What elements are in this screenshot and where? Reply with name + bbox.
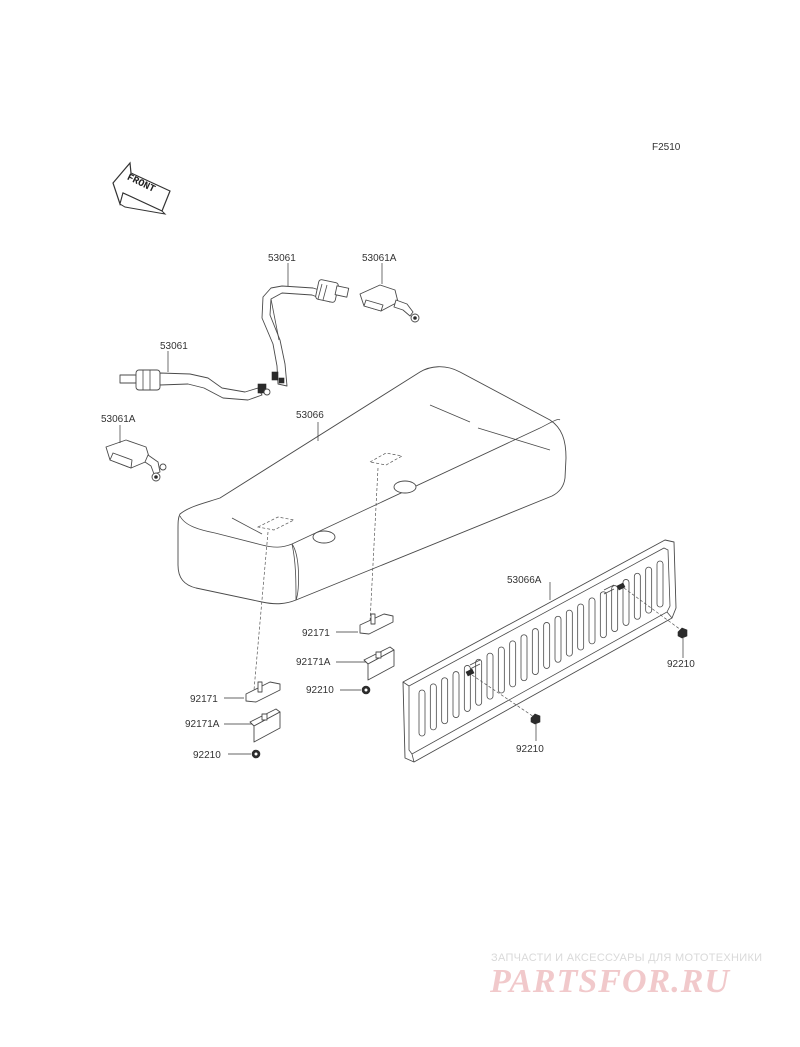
label-nut-backrest-left: 92210 [516, 744, 544, 755]
backrest-slot [565, 609, 573, 657]
label-nut-backrest-right: 92210 [667, 659, 695, 670]
backrest-slot [588, 597, 596, 645]
backrest-slot [531, 628, 539, 675]
watermark-logo: PARTSFOR.RU [490, 963, 730, 1000]
watermark-caption: ЗАПЧАСТИ И АКСЕССУАРЫ ДЛЯ МОТОТЕХНИКИ [491, 952, 763, 964]
seat-belt-lower [119, 369, 271, 401]
backrest-slot [543, 622, 551, 669]
backrest-slot [509, 640, 517, 688]
nut-right [361, 685, 371, 695]
backrest-slot [577, 603, 585, 651]
label-bracket-left-a: 92171A [185, 719, 220, 730]
backrest-slot [418, 689, 426, 737]
backrest-slot [429, 683, 437, 731]
backrest-slot [520, 634, 528, 682]
label-bracket-right: 92171 [302, 628, 330, 639]
label-nut-left: 92210 [193, 750, 221, 761]
front-arrow-icon: FRONT [112, 161, 171, 215]
label-belt-upper: 53061 [268, 253, 296, 264]
nut-backrest-right [677, 627, 688, 639]
label-bracket-left: 92171 [190, 694, 218, 705]
backrest-slot [599, 591, 607, 639]
nut-backrest-left [530, 713, 541, 725]
seat-belt-upper [261, 279, 350, 387]
backrest-slot [497, 646, 505, 694]
backrest-slot [611, 585, 619, 632]
backrest-slot [486, 652, 494, 700]
backrest-slot [633, 572, 641, 620]
label-seat: 53066 [296, 410, 324, 421]
label-backrest: 53066A [507, 575, 542, 586]
bracket-left-a [249, 708, 281, 743]
backrest-slot [656, 560, 664, 608]
seat-belt-buckle-lower [105, 439, 167, 482]
bracket-right [359, 613, 394, 635]
backrest-mark-right [603, 584, 615, 595]
backrest-slot [441, 677, 449, 725]
backrest-slots [418, 560, 664, 737]
seat-belt-buckle-upper [359, 284, 420, 323]
backrest-panel [402, 539, 677, 763]
backrest-slot [475, 658, 483, 706]
bracket-left [245, 681, 281, 703]
label-nut-right: 92210 [306, 685, 334, 696]
seat-cushion [177, 366, 567, 605]
backrest-slot [463, 665, 471, 712]
bracket-right-a [363, 646, 395, 681]
figure-code: F2510 [652, 142, 681, 153]
backrest-slot [452, 671, 460, 718]
label-belt-lower: 53061 [160, 341, 188, 352]
label-bracket-right-a: 92171A [296, 657, 331, 668]
backrest-slot [622, 579, 630, 626]
backrest-slot [645, 566, 653, 614]
backrest-slot [554, 615, 562, 663]
label-buckle-lower: 53061A [101, 414, 136, 425]
backrest-mark-left [469, 659, 481, 670]
nut-left [251, 749, 261, 759]
label-buckle-upper: 53061A [362, 253, 397, 264]
